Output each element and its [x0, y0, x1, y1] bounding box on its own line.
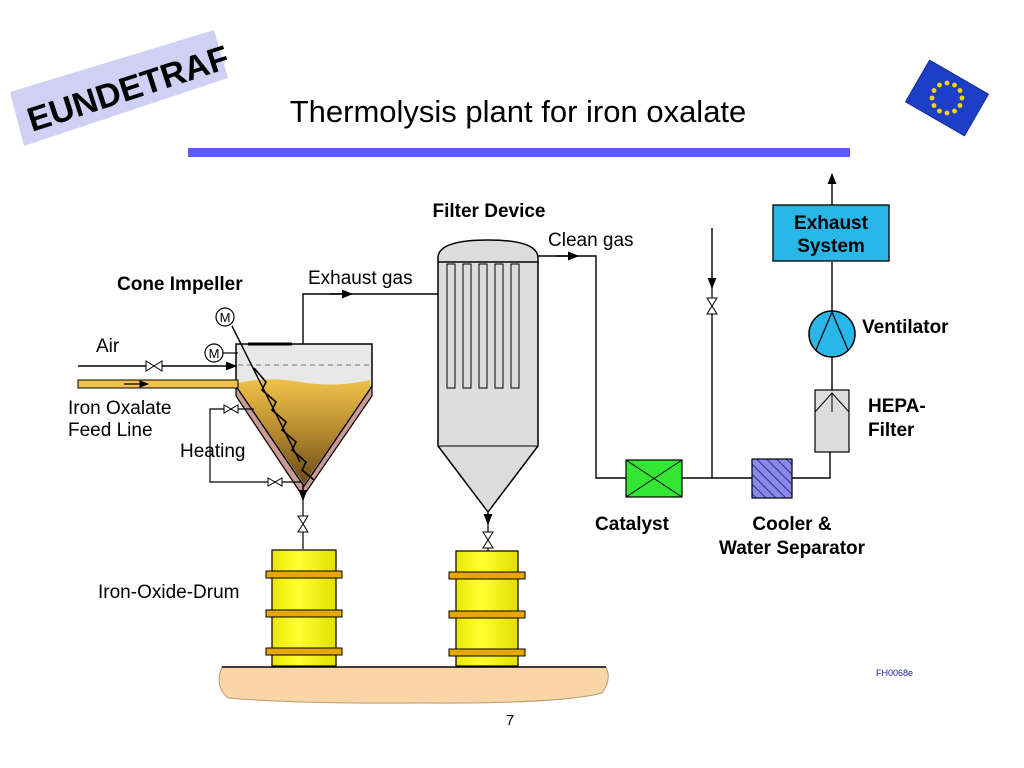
- catalyst-unit: [625, 459, 683, 498]
- motor-icon: M: [215, 307, 235, 327]
- feed-line: [77, 379, 239, 389]
- air-line: [78, 360, 238, 372]
- label-hepa-1: HEPA-: [868, 396, 926, 417]
- filter-device: [437, 239, 539, 526]
- side-inlet-line: [706, 228, 718, 478]
- cone-impeller-reactor: [231, 325, 373, 502]
- motor-icon: M: [204, 343, 238, 363]
- exhaust-gas-line: [302, 289, 438, 344]
- page-number: 7: [505, 712, 515, 729]
- eundetraf-logo: EUNDETRAF: [10, 30, 234, 146]
- iron-oxide-drum: [265, 549, 343, 667]
- svg-text:M: M: [220, 310, 231, 325]
- label-clean-gas: Clean gas: [548, 230, 634, 251]
- label-cooler-2: Water Separator: [719, 538, 866, 559]
- label-air: Air: [96, 336, 120, 357]
- label-feed-line-1: Iron Oxalate: [68, 398, 172, 419]
- label-exhaust-gas: Exhaust gas: [308, 268, 413, 289]
- label-cooler-1: Cooler &: [752, 514, 831, 535]
- eu-flag-icon: [904, 59, 990, 137]
- cooler-unit: [751, 458, 793, 499]
- ground: [218, 666, 609, 704]
- svg-text:M: M: [209, 346, 220, 361]
- title-underline: [188, 148, 850, 157]
- label-exhaust-system-1: Exhaust: [794, 213, 869, 234]
- valve-icon: [482, 524, 494, 551]
- filter-drum: [448, 550, 526, 667]
- label-filter-device: Filter Device: [433, 201, 546, 222]
- hepa-filter: [814, 389, 850, 453]
- label-heating: Heating: [180, 441, 246, 462]
- heating-loop: [209, 404, 302, 487]
- clean-gas-line: [538, 251, 626, 479]
- label-ventilator: Ventilator: [862, 317, 949, 338]
- label-feed-line-2: Feed Line: [68, 420, 153, 441]
- label-hepa-2: Filter: [868, 420, 915, 441]
- valve-icon: [297, 500, 309, 549]
- slide-title: Thermolysis plant for iron oxalate: [289, 94, 747, 129]
- exhaust-system-box: [772, 204, 890, 262]
- label-catalyst: Catalyst: [595, 514, 670, 535]
- label-iron-oxide-drum: Iron-Oxide-Drum: [98, 582, 239, 603]
- label-exhaust-system-2: System: [797, 236, 865, 257]
- label-cone-impeller: Cone Impeller: [117, 274, 243, 295]
- ventilator-fan-icon: [808, 310, 856, 358]
- reference-code: FH0068e: [876, 668, 913, 678]
